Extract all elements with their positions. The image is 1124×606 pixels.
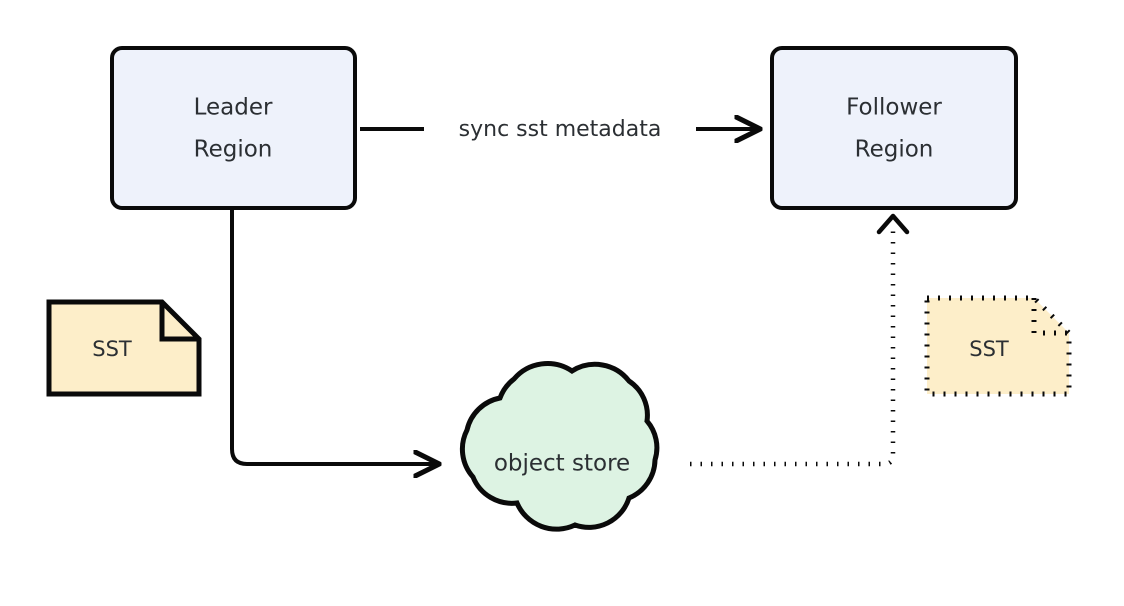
sst-leader-label: SST — [92, 337, 132, 361]
sst-follower-label: SST — [969, 337, 1009, 361]
edge-leader-to-object-store-path — [230, 210, 437, 464]
edge-label-sync-sst-metadata: sync sst metadata — [459, 117, 662, 142]
edge-object-store-to-follower-path — [690, 225, 896, 467]
node-sst-leader[interactable]: SST — [46, 299, 202, 397]
node-object-store[interactable]: object store — [459, 361, 660, 532]
object-store-label: object store — [494, 451, 630, 477]
node-leader-region[interactable]: Leader Region — [110, 46, 357, 210]
node-follower-region[interactable]: Follower Region — [770, 46, 1018, 210]
sst-follower-note-fold — [1031, 298, 1069, 336]
edge-leader-to-follower: sync sst metadata — [360, 117, 758, 142]
edge-leader-to-object-store — [230, 210, 437, 464]
edge-object-store-to-follower — [690, 213, 910, 467]
object-store-cloud-shape[interactable] — [459, 361, 660, 532]
node-sst-follower[interactable]: SST — [924, 295, 1072, 397]
edge-object-store-to-follower-arrowhead — [876, 213, 910, 235]
leader-region-box[interactable] — [110, 46, 357, 210]
follower-region-box[interactable] — [770, 46, 1018, 210]
leader-region-label-line2: Region — [194, 137, 273, 163]
follower-region-label-line1: Follower — [846, 95, 942, 121]
leader-region-label-line1: Leader — [194, 95, 273, 121]
sst-leader-note-fold — [159, 302, 199, 342]
follower-region-label-line2: Region — [855, 137, 934, 163]
